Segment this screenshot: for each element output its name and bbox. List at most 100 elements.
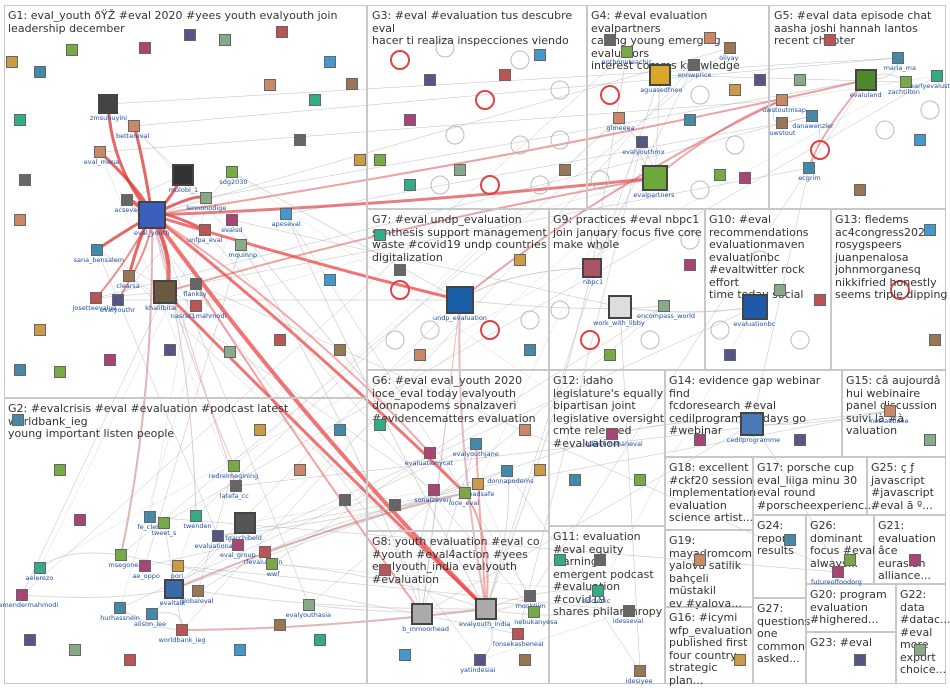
node-avatar[interactable] [234, 512, 256, 534]
node-avatar[interactable] [724, 42, 736, 54]
node-avatar[interactable] [14, 214, 26, 226]
node-avatar[interactable] [803, 162, 815, 174]
node-avatar[interactable] [621, 46, 633, 58]
node-avatar[interactable] [499, 69, 511, 81]
node-avatar[interactable] [592, 585, 604, 597]
node-avatar[interactable] [34, 562, 46, 574]
node-avatar[interactable] [158, 517, 170, 529]
node-avatar[interactable] [190, 278, 202, 290]
node-avatar[interactable] [604, 34, 616, 46]
node-avatar[interactable] [613, 112, 625, 124]
node-avatar[interactable] [854, 184, 866, 196]
node-avatar[interactable] [501, 465, 513, 477]
node-avatar[interactable] [754, 74, 766, 86]
node-avatar[interactable] [411, 603, 433, 625]
node-avatar[interactable] [604, 349, 616, 361]
node-avatar[interactable] [146, 608, 158, 620]
node-avatar[interactable] [704, 32, 716, 44]
node-avatar[interactable] [528, 606, 540, 618]
node-avatar[interactable] [470, 438, 482, 450]
node-avatar[interactable] [824, 34, 836, 46]
node-avatar[interactable] [399, 649, 411, 661]
node-avatar[interactable] [212, 530, 224, 542]
node-avatar[interactable] [929, 334, 941, 346]
node-avatar[interactable] [164, 344, 176, 356]
node-avatar[interactable] [219, 34, 231, 46]
node-avatar[interactable] [446, 286, 474, 314]
node-avatar[interactable] [514, 254, 526, 266]
node-avatar[interactable] [740, 412, 764, 436]
node-avatar[interactable] [19, 174, 31, 186]
node-avatar[interactable] [658, 300, 670, 312]
node-avatar[interactable] [228, 460, 240, 472]
node-avatar[interactable] [608, 295, 632, 319]
node-avatar[interactable] [594, 554, 606, 566]
node-avatar[interactable] [190, 510, 202, 522]
node-avatar[interactable] [254, 424, 266, 436]
node-avatar[interactable] [694, 434, 706, 446]
node-avatar[interactable] [346, 78, 358, 90]
node-avatar[interactable] [334, 424, 346, 436]
node-avatar[interactable] [190, 300, 202, 312]
node-avatar[interactable] [924, 224, 936, 236]
node-avatar[interactable] [776, 94, 788, 106]
node-avatar[interactable] [569, 474, 581, 486]
node-avatar[interactable] [892, 52, 904, 64]
node-avatar[interactable] [844, 554, 856, 566]
node-avatar[interactable] [519, 654, 531, 666]
node-avatar[interactable] [66, 44, 78, 56]
node-avatar[interactable] [112, 294, 124, 306]
node-avatar[interactable] [324, 274, 336, 286]
node-avatar[interactable] [794, 74, 806, 86]
node-avatar[interactable] [324, 56, 336, 68]
node-avatar[interactable] [474, 654, 486, 666]
node-avatar[interactable] [374, 154, 386, 166]
node-avatar[interactable] [199, 224, 211, 236]
node-avatar[interactable] [224, 346, 236, 358]
node-avatar[interactable] [642, 165, 668, 191]
node-avatar[interactable] [91, 244, 103, 256]
node-avatar[interactable] [266, 558, 278, 570]
node-avatar[interactable] [739, 172, 751, 184]
node-avatar[interactable] [524, 590, 536, 602]
node-avatar[interactable] [424, 447, 436, 459]
node-avatar[interactable] [16, 589, 28, 601]
node-avatar[interactable] [512, 628, 524, 640]
node-avatar[interactable] [914, 134, 926, 146]
node-avatar[interactable] [128, 120, 140, 132]
node-avatar[interactable] [115, 549, 127, 561]
node-avatar[interactable] [234, 644, 246, 656]
node-avatar[interactable] [379, 564, 391, 576]
node-avatar[interactable] [354, 154, 366, 166]
node-avatar[interactable] [226, 214, 238, 226]
node-avatar[interactable] [104, 354, 116, 366]
node-avatar[interactable] [832, 566, 844, 578]
node-avatar[interactable] [98, 94, 118, 114]
node-avatar[interactable] [688, 59, 700, 71]
node-avatar[interactable] [394, 264, 406, 276]
node-avatar[interactable] [176, 624, 188, 636]
node-avatar[interactable] [123, 270, 135, 282]
node-avatar[interactable] [14, 364, 26, 376]
node-avatar[interactable] [424, 74, 436, 86]
node-avatar[interactable] [729, 84, 741, 96]
node-avatar[interactable] [534, 464, 546, 476]
node-avatar[interactable] [389, 499, 401, 511]
node-avatar[interactable] [34, 324, 46, 336]
node-avatar[interactable] [636, 136, 648, 148]
node-avatar[interactable] [404, 179, 416, 191]
node-avatar[interactable] [54, 366, 66, 378]
node-avatar[interactable] [121, 194, 133, 206]
node-avatar[interactable] [192, 585, 204, 597]
node-avatar[interactable] [806, 110, 818, 122]
node-avatar[interactable] [184, 29, 196, 41]
node-avatar[interactable] [172, 164, 194, 186]
node-avatar[interactable] [914, 644, 926, 656]
node-avatar[interactable] [428, 484, 440, 496]
node-avatar[interactable] [138, 201, 166, 229]
node-avatar[interactable] [69, 644, 81, 656]
node-avatar[interactable] [232, 539, 244, 551]
node-avatar[interactable] [884, 405, 896, 417]
node-avatar[interactable] [909, 554, 921, 566]
node-avatar[interactable] [623, 605, 635, 617]
